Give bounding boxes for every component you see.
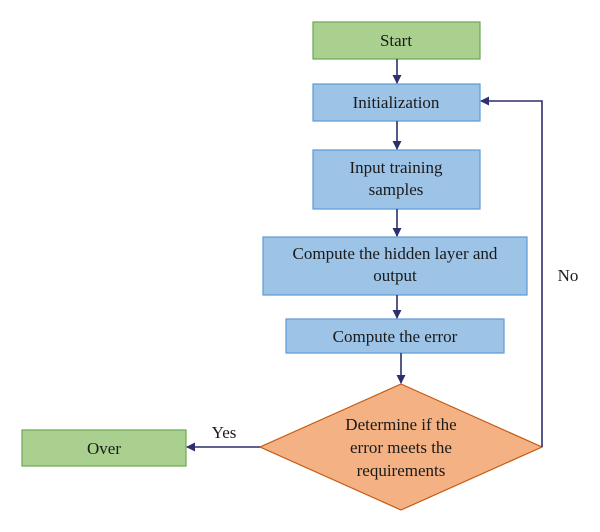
compute-error-label: Compute the error: [333, 327, 458, 346]
decision-node: Determine if the error meets the require…: [258, 383, 544, 511]
start-label: Start: [380, 31, 412, 50]
input-samples-label-line2: samples: [369, 180, 424, 199]
no-label: No: [558, 266, 579, 285]
hidden-layer-label-line1: Compute the hidden layer and: [293, 244, 498, 263]
initialization-node: Initialization: [312, 83, 481, 122]
decision-label-line1: Determine if the: [345, 415, 456, 434]
initialization-label: Initialization: [353, 93, 440, 112]
input-samples-node: Input training samples: [312, 149, 481, 210]
decision-label-line2: error meets the: [350, 438, 452, 457]
hidden-layer-node: Compute the hidden layer and output: [262, 236, 528, 296]
compute-error-node: Compute the error: [285, 318, 505, 354]
start-node: Start: [312, 21, 481, 60]
over-label: Over: [87, 439, 121, 458]
arrow-decision-no-loop: [480, 96, 543, 447]
decision-label-line3: requirements: [357, 461, 446, 480]
over-node: Over: [21, 429, 187, 467]
yes-label: Yes: [212, 423, 237, 442]
input-samples-label-line1: Input training: [349, 158, 443, 177]
hidden-layer-label-line2: output: [373, 266, 417, 285]
